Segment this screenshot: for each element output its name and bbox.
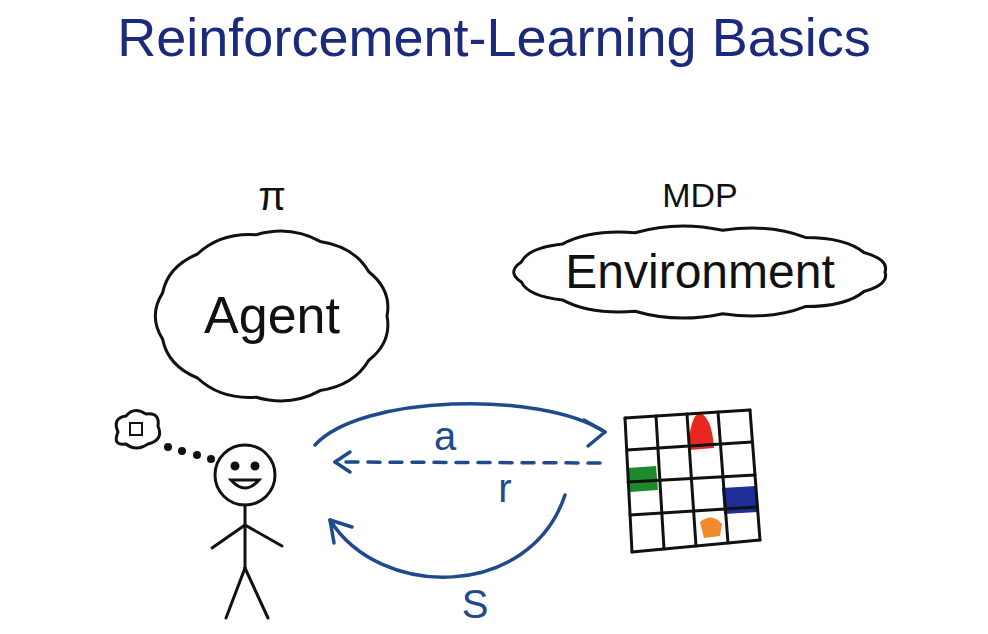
thought-dot: [209, 457, 214, 462]
agent-leg: [226, 568, 245, 618]
grid-line: [718, 412, 728, 543]
cloud-node: πAgent: [150, 172, 395, 406]
grid-world: [625, 410, 760, 552]
thought-dot: [195, 453, 200, 458]
diagram-title: Reinforcement-Learning Basics: [117, 6, 870, 68]
agent-eye: [232, 463, 238, 469]
reward-arrow: [335, 462, 600, 463]
agent-body: [244, 505, 247, 568]
interaction-arrows: [315, 404, 605, 578]
node-heading: π: [258, 172, 286, 220]
agent-mouth: [231, 480, 259, 488]
grid-line: [750, 410, 760, 540]
cloud-path: [155, 231, 388, 401]
agent-arm: [245, 525, 282, 546]
grid-line: [625, 418, 632, 552]
state-arrow: [330, 495, 565, 577]
orange-cell: [700, 517, 722, 538]
arrow-label: S: [462, 582, 489, 626]
agent-head: [215, 445, 275, 505]
cloud-shape: Agent: [150, 226, 395, 406]
node-body: Environment: [565, 244, 834, 299]
cloud-shape: Environment: [508, 222, 893, 322]
node-label: Environment: [565, 244, 834, 299]
stick-figure: [116, 410, 282, 618]
green-cell: [628, 466, 658, 492]
arrow-label: a: [434, 414, 456, 458]
arrow-head: [330, 520, 352, 543]
agent-leg: [245, 568, 268, 618]
thought-bubble: [116, 410, 159, 448]
agent-eye: [252, 463, 258, 469]
arrow-label: r: [498, 466, 511, 510]
cloud-path: [513, 226, 885, 318]
thought-dot: [166, 445, 171, 450]
action-arrow: [315, 404, 605, 445]
grid-line: [656, 416, 664, 549]
grid-line: [687, 414, 696, 546]
arrow-head: [584, 420, 605, 446]
arrow-head: [335, 452, 350, 472]
thought-icon: [130, 423, 142, 435]
node-body: Agent: [204, 286, 340, 346]
node-heading: MDP: [662, 175, 738, 216]
cloud-node: MDP Environment: [508, 175, 893, 322]
node-label: Agent: [204, 286, 340, 346]
thought-dot: [180, 449, 185, 454]
agent-arm: [212, 525, 245, 548]
